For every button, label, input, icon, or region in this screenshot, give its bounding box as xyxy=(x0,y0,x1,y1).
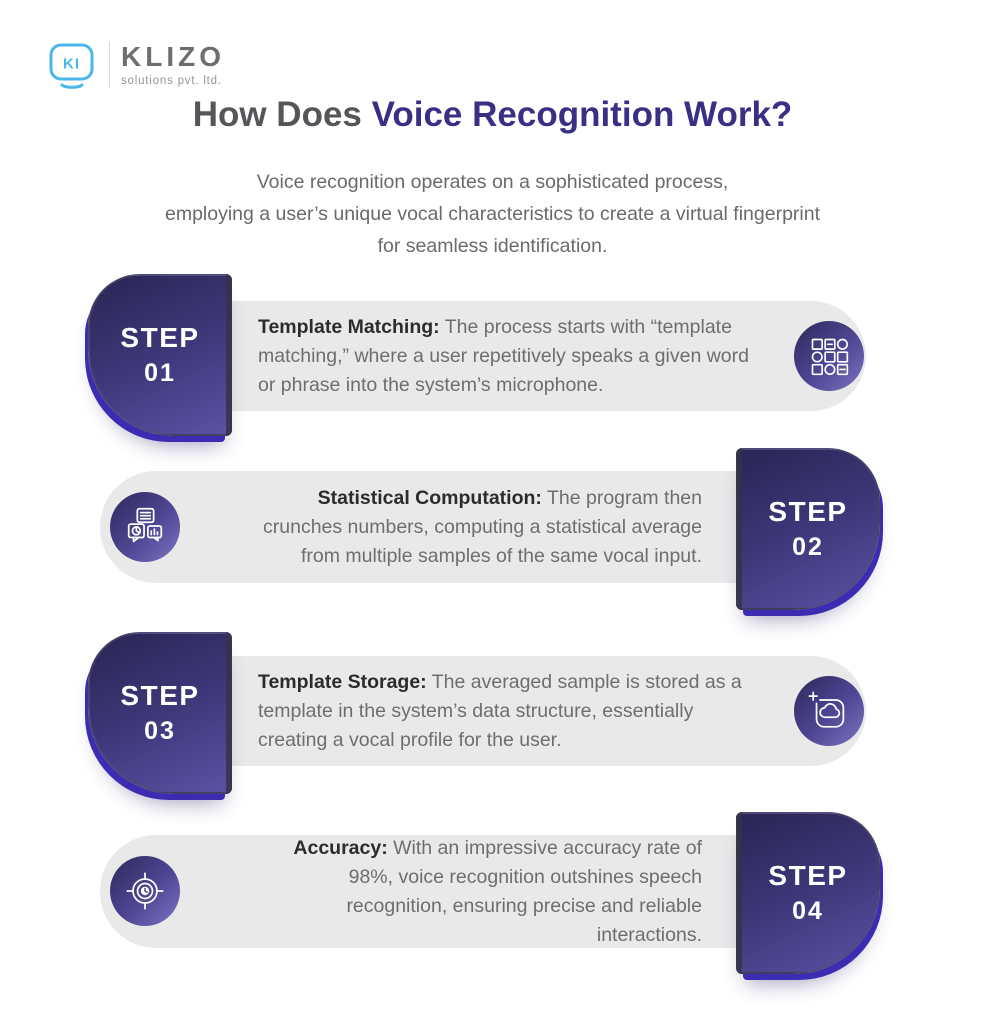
step-2-word: STEP xyxy=(768,496,848,527)
step-1-body: The process starts with “template matchi… xyxy=(258,315,749,396)
step-2-panel: Statistical Computation: The program the… xyxy=(100,471,740,583)
step-4-badge: STEP 04 xyxy=(736,812,880,974)
step-2-icon-circle xyxy=(110,492,180,562)
brand-name: KLIZO xyxy=(121,41,225,72)
subtitle-line: employing a user’s unique vocal characte… xyxy=(164,203,821,225)
statistics-chat-icon xyxy=(127,507,163,543)
step-3-word: STEP xyxy=(120,680,200,711)
subtitle-line: for seamless identification. xyxy=(377,235,608,257)
step-1-icon-circle xyxy=(794,321,864,391)
step-3-icon-circle xyxy=(794,676,864,746)
step-4-body: With an impressive accuracy rate of 98%,… xyxy=(346,836,702,946)
step-2-badge: STEP 02 xyxy=(736,448,880,610)
step-2-label: Statistical Computation: xyxy=(317,486,542,509)
logo-divider xyxy=(109,42,110,88)
svg-text:KI: KI xyxy=(63,56,80,73)
subtitle-line: Voice recognition operates on a sophisti… xyxy=(256,171,729,193)
step-3-label: Template Storage: xyxy=(258,670,427,693)
step-1-number: 01 xyxy=(144,359,176,387)
step-3-badge: STEP 03 xyxy=(88,632,232,794)
pattern-grid-icon xyxy=(811,338,849,376)
step-3-number: 03 xyxy=(144,717,176,745)
step-4-number: 04 xyxy=(792,897,824,925)
klizo-logo-icon: KI xyxy=(46,40,98,90)
step-1-text: Template Matching: The process starts wi… xyxy=(222,313,866,400)
step-2-text: Statistical Computation: The program the… xyxy=(100,484,740,571)
page-title: How Does Voice Recognition Work? xyxy=(0,94,985,136)
step-1-panel: Template Matching: The process starts wi… xyxy=(222,301,866,411)
page-subtitle: Voice recognition operates on a sophisti… xyxy=(0,166,985,262)
page-title-accent: Voice Recognition Work? xyxy=(371,95,793,134)
step-1-badge: STEP 01 xyxy=(88,274,232,436)
step-3-body: The averaged sample is stored as a templ… xyxy=(258,670,742,751)
step-4-icon-circle xyxy=(110,856,180,926)
step-4-word: STEP xyxy=(768,860,848,891)
step-3-text: Template Storage: The averaged sample is… xyxy=(222,668,866,755)
step-4-panel: Accuracy: With an impressive accuracy ra… xyxy=(100,835,740,948)
step-3-panel: Template Storage: The averaged sample is… xyxy=(222,656,866,766)
cloud-upload-icon xyxy=(808,691,845,728)
step-4-text: Accuracy: With an impressive accuracy ra… xyxy=(100,834,740,950)
step-2-number: 02 xyxy=(792,533,824,561)
target-clock-icon xyxy=(126,872,164,910)
step-1-word: STEP xyxy=(120,322,200,353)
step-2-body: The program then crunches numbers, compu… xyxy=(263,486,702,567)
brand-tagline: solutions pvt. ltd. xyxy=(121,75,222,87)
brand-logo: KI KLIZO solutions pvt. ltd. xyxy=(46,40,225,90)
step-4-label: Accuracy: xyxy=(293,836,388,859)
page-title-gray: How Does xyxy=(192,95,372,134)
step-1-label: Template Matching: xyxy=(258,315,440,338)
